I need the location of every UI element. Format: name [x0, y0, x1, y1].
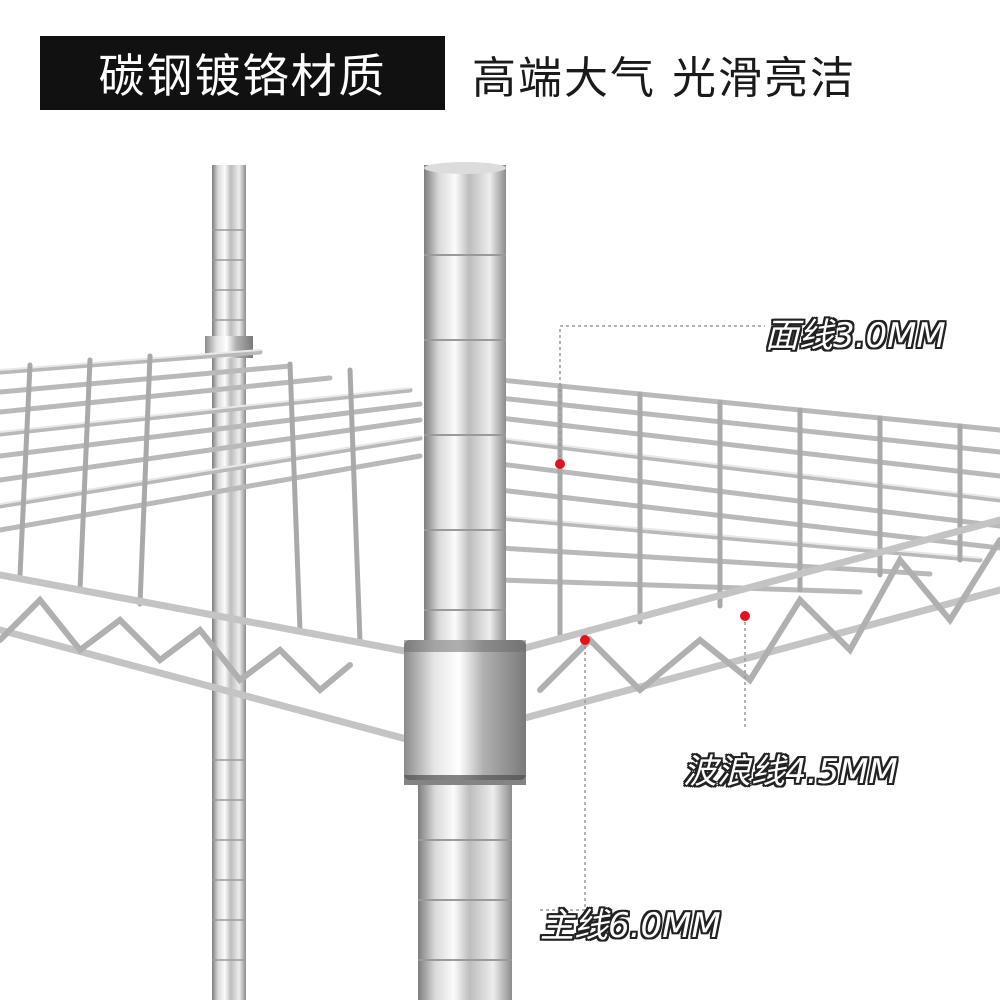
material-title: 碳钢镀铬材质 [40, 36, 445, 110]
callout-markers [540, 325, 765, 911]
face-wire-marker [555, 459, 565, 469]
main-wire-label: 主线6.0MM [540, 906, 721, 946]
wire-shelf [0, 349, 1000, 744]
wave-wire-label: 波浪线4.5MM [683, 752, 898, 792]
wave-wire-marker [740, 611, 750, 621]
front-pole [404, 162, 526, 1000]
face-wire-label: 面线3.0MM [765, 316, 946, 356]
back-pole [205, 165, 253, 1000]
main-wire-marker [580, 635, 590, 645]
material-subtitle: 高端大气 光滑亮洁 [472, 53, 856, 104]
